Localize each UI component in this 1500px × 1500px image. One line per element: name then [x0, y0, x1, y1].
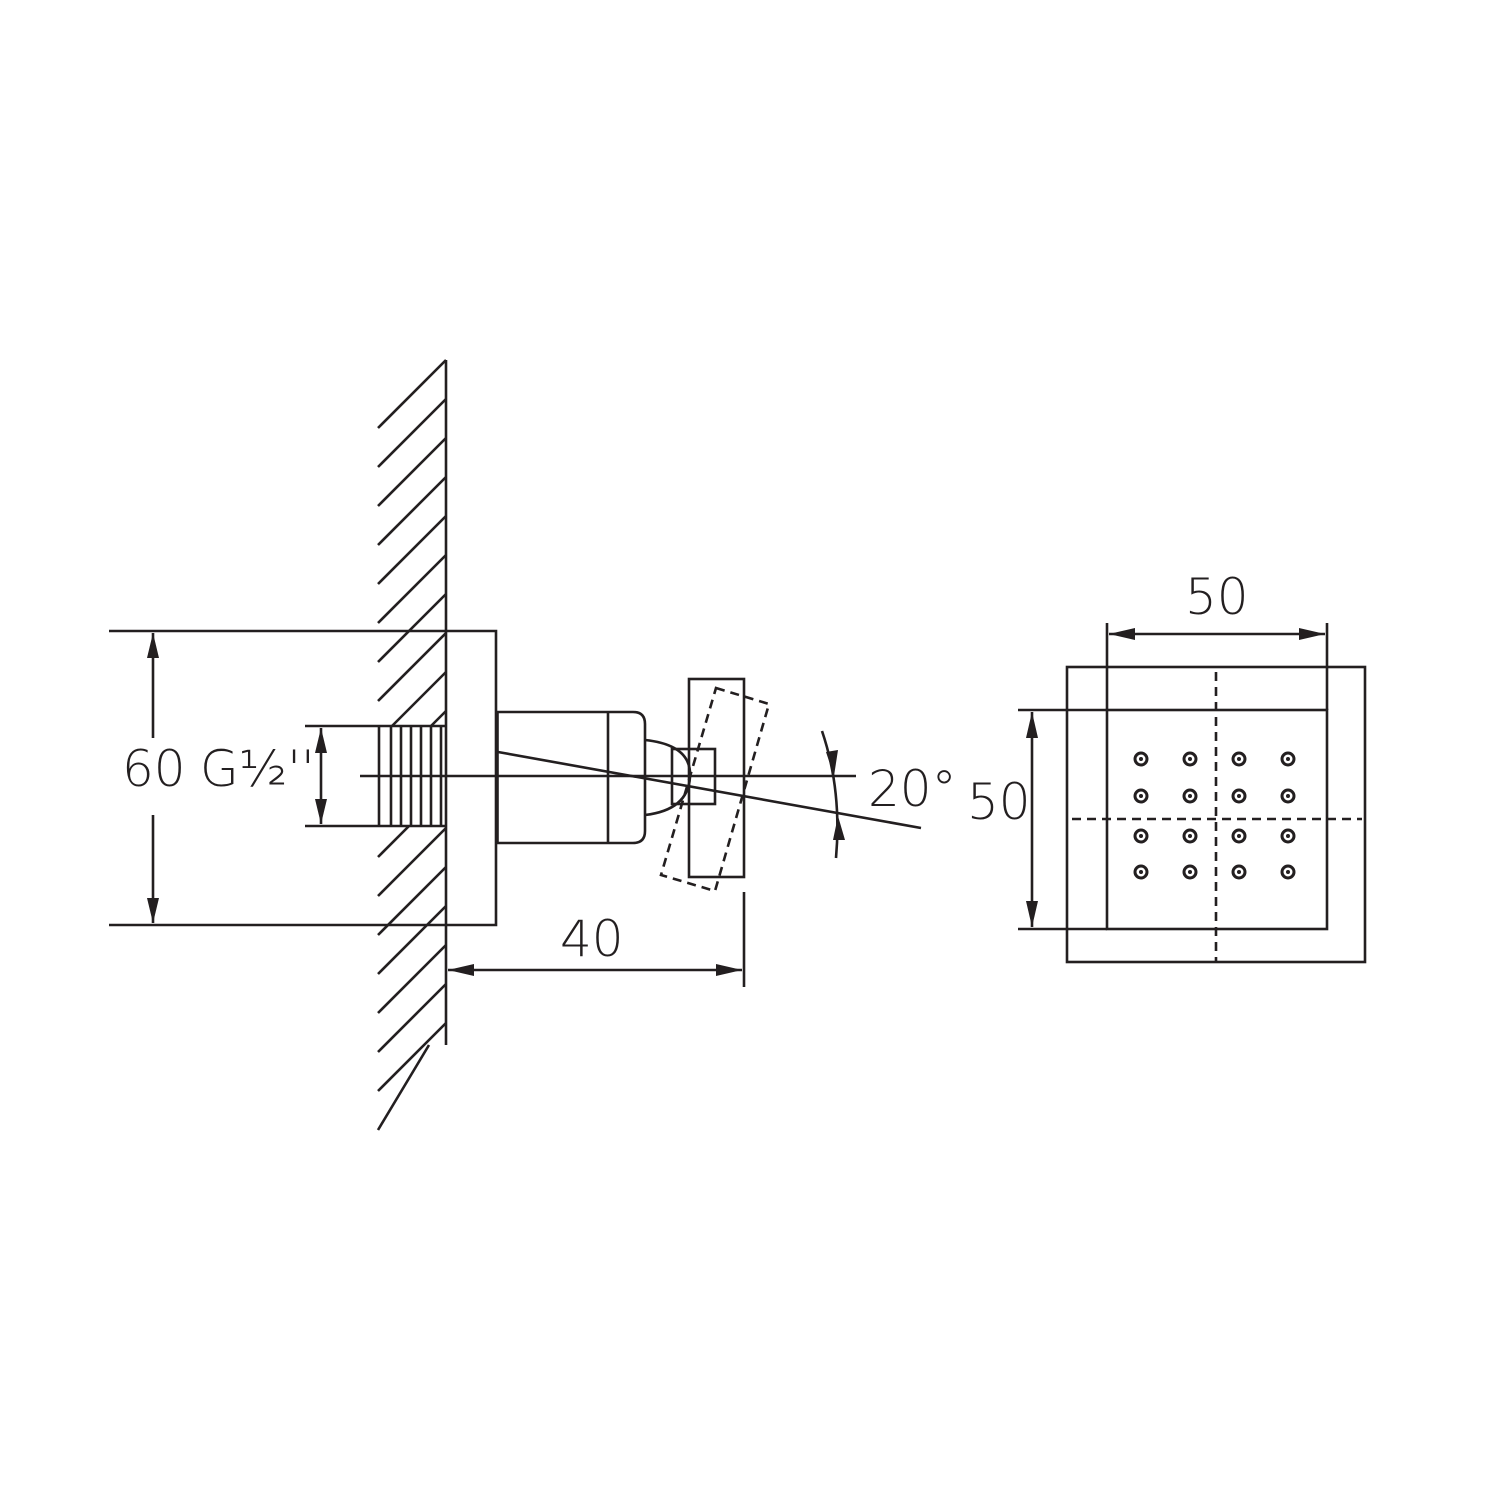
nozzle-icon — [1231, 751, 1247, 767]
hatch-line — [377, 905, 447, 975]
nozzle-icon — [1133, 828, 1149, 844]
hatch-line — [377, 983, 447, 1053]
nozzle-icon — [1182, 864, 1198, 880]
nozzle-grid — [1133, 751, 1296, 880]
dimension-thread-diameter — [305, 724, 379, 828]
hatch-line — [377, 359, 447, 429]
jet-head-tilted — [659, 686, 771, 893]
label-thread-size: G½'' — [200, 740, 315, 798]
wall — [376, 359, 448, 1131]
arrow-up-icon — [315, 728, 327, 753]
hatch-line — [376, 1044, 431, 1131]
hatch-line — [377, 515, 447, 585]
arrow-up-icon — [147, 633, 159, 658]
jet-head-straight — [687, 677, 746, 879]
dimension-front-height — [1018, 708, 1107, 931]
label-flange-height: 60 — [122, 740, 186, 798]
body-outline — [497, 710, 647, 845]
arrow-down-icon — [315, 799, 327, 824]
hatch-line — [377, 554, 447, 624]
nozzle-icon — [1280, 788, 1296, 804]
arrow-down-icon — [147, 898, 159, 923]
hatch-line — [377, 632, 447, 702]
label-front-height: 50 — [967, 773, 1031, 831]
nozzle-icon — [1280, 828, 1296, 844]
front-view: 50 50 — [967, 568, 1367, 964]
hatch-line — [391, 671, 447, 727]
arrow-down-icon — [1026, 901, 1038, 927]
hatch-line — [377, 593, 447, 663]
nozzle-icon — [1231, 864, 1247, 880]
nozzle-icon — [1280, 864, 1296, 880]
nozzle-icon — [1182, 751, 1198, 767]
nozzle-icon — [1280, 751, 1296, 767]
label-front-width: 50 — [1185, 568, 1249, 626]
arrow-left-icon — [1109, 628, 1135, 640]
nozzle-icon — [1231, 788, 1247, 804]
side-view: 60 G½'' 40 20° — [109, 359, 957, 1131]
hatch-line — [377, 398, 447, 468]
jet-body — [495, 710, 717, 845]
nozzle-icon — [1133, 751, 1149, 767]
hatch-line — [377, 1022, 447, 1092]
hatch-line — [430, 710, 447, 727]
arrow-up-icon — [1026, 712, 1038, 738]
dimension-front-width — [1105, 623, 1329, 710]
wall-hatching — [376, 359, 447, 1131]
nozzle-icon — [1231, 828, 1247, 844]
hatch-line — [377, 866, 447, 936]
dimension-flange-height — [109, 629, 446, 927]
arrow-left-icon — [448, 964, 474, 976]
nozzle-icon — [1182, 828, 1198, 844]
hatch-line — [377, 944, 447, 1014]
hatch-line — [377, 476, 447, 546]
nozzle-icon — [1133, 788, 1149, 804]
angle-arc — [820, 730, 839, 859]
dimension-tilt-angle — [820, 730, 845, 859]
dimension-projection — [448, 892, 746, 987]
flange-outline — [446, 629, 498, 927]
hatch-line — [377, 827, 447, 897]
hatch-line — [377, 437, 447, 507]
tilted-axis-line — [497, 750, 922, 830]
arrow-down-icon — [826, 750, 838, 776]
arrow-right-icon — [716, 964, 742, 976]
arrow-right-icon — [1299, 628, 1325, 640]
arrow-up-icon — [833, 816, 845, 840]
hatch-line — [377, 825, 410, 858]
nozzle-icon — [1182, 788, 1198, 804]
nozzle-icon — [1133, 864, 1149, 880]
label-projection: 40 — [560, 910, 624, 968]
label-tilt-angle: 20° — [868, 760, 957, 818]
